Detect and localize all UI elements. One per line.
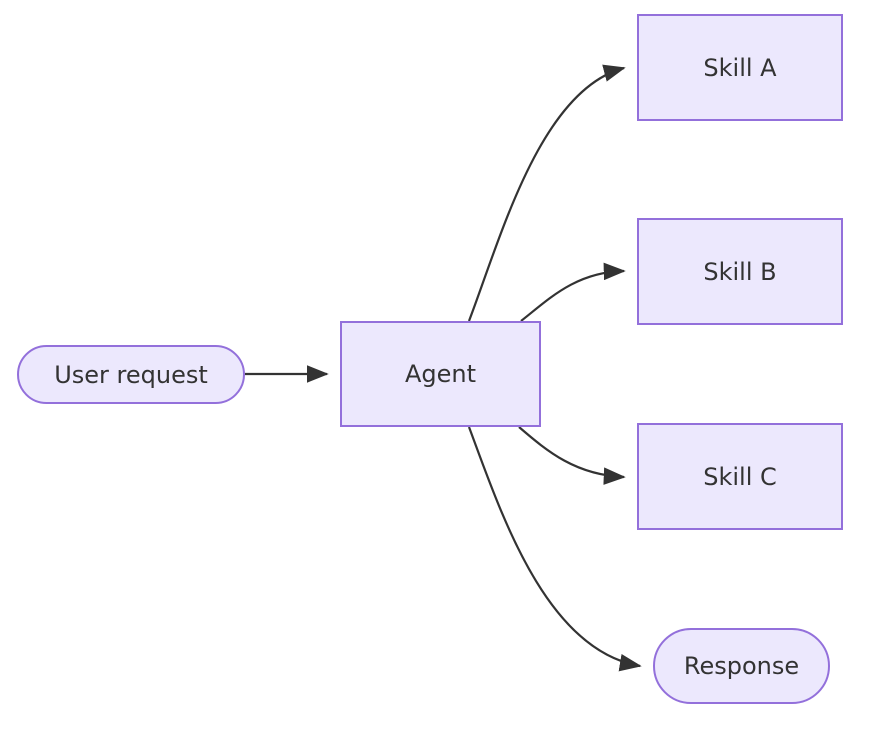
node-skill-c[interactable]: Skill C xyxy=(637,423,843,530)
edge-agent-to-response xyxy=(467,426,642,672)
node-response-label: Response xyxy=(683,652,800,680)
node-skill-a[interactable]: Skill A xyxy=(637,14,843,121)
edge-agent-to-skill-c xyxy=(518,426,626,485)
node-skill-c-label: Skill C xyxy=(703,462,777,491)
node-user-request[interactable]: User request xyxy=(17,345,245,404)
edge-agent-to-skill-a xyxy=(467,64,626,322)
edge-agent-to-skill-b xyxy=(520,262,626,322)
node-response[interactable]: Response xyxy=(653,628,830,704)
node-user-request-label: User request xyxy=(54,360,208,389)
node-skill-b[interactable]: Skill B xyxy=(637,218,843,325)
node-agent[interactable]: Agent xyxy=(340,321,541,427)
node-skill-a-label: Skill A xyxy=(703,53,777,82)
node-skill-b-label: Skill B xyxy=(703,257,777,286)
node-agent-label: Agent xyxy=(404,360,477,388)
